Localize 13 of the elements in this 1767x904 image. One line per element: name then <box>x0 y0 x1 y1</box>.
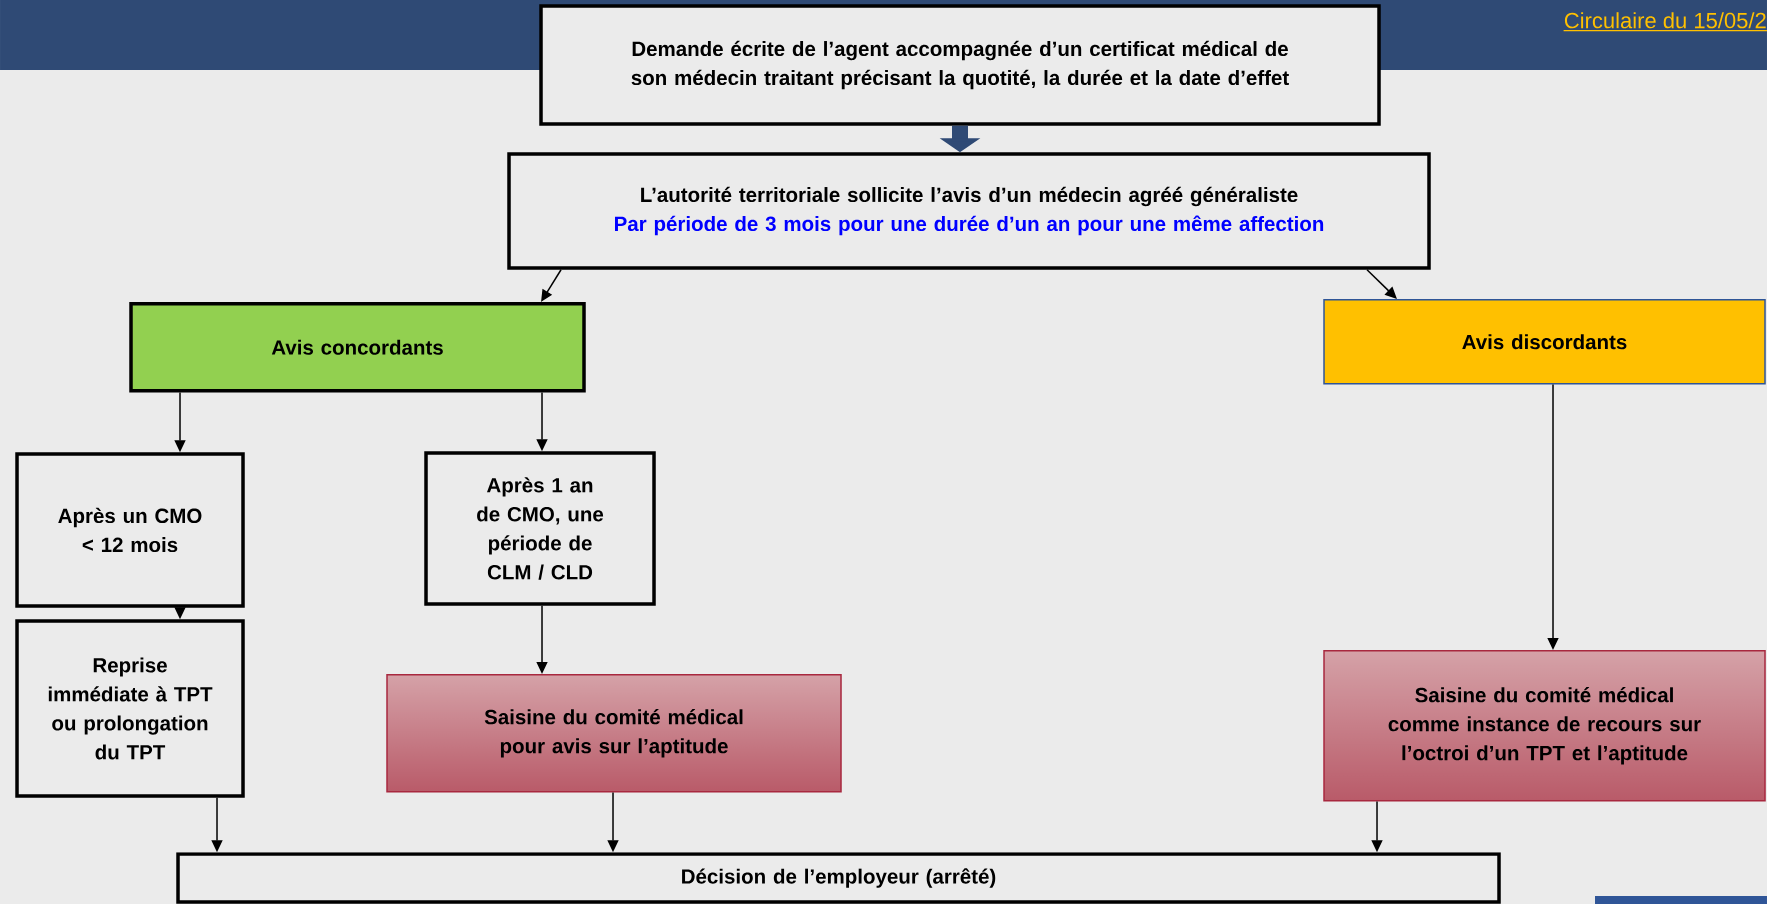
process-box: Décision de l’employeur (arrêté) <box>176 852 1501 904</box>
committee-box: Saisine du comité médical pour avis sur l’aptitude <box>386 674 842 793</box>
committee-box: Saisine du comité médical comme instance de recours sur l’octroi d’un TPT et l’aptitude <box>1323 650 1766 802</box>
arrow <box>541 269 562 302</box>
link-text: Circulaire du 15/05/2 <box>1564 12 1766 29</box>
process-box: Reprise immédiate à TPT ou prolongation du TPT <box>15 619 245 798</box>
outcome-box: Avis discordants <box>1323 299 1766 385</box>
process-box: L’autorité territoriale sollicite l’avis d’un médecin agréé généraliste Par période de 3 mois pour une durée d’un an pour une même affection <box>507 152 1431 270</box>
process-box: Après un CMO < 12 mois <box>15 452 245 608</box>
outcome-box: Avis concordants <box>129 302 586 393</box>
process-box: Après 1 an de CMO, une période de CLM / CLD <box>424 451 656 606</box>
arrow <box>1366 269 1397 299</box>
process-box: Demande écrite de l’agent accompagnée d’un certificat médical de son médecin traitant précisant la quotité, la durée et la date d’effet <box>539 4 1381 126</box>
